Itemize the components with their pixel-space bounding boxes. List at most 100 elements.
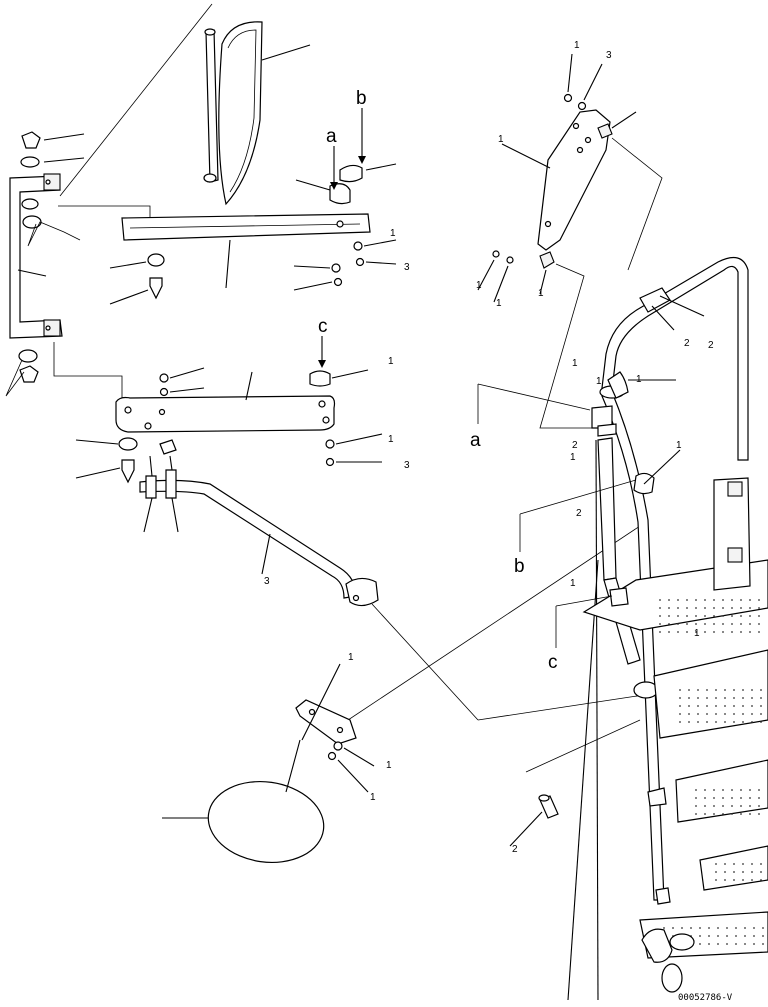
step-dot xyxy=(704,599,706,601)
upper-mount-bracket xyxy=(477,53,663,429)
step-dot xyxy=(688,721,690,723)
item-number: 1 xyxy=(570,452,576,463)
hardware-left xyxy=(5,131,85,397)
step-dot xyxy=(733,879,735,881)
step-dot xyxy=(722,599,724,601)
step-dot xyxy=(713,813,715,815)
step-dot xyxy=(751,863,753,865)
step-dot xyxy=(695,615,697,617)
step-dot xyxy=(717,935,719,937)
step-dot xyxy=(659,599,661,601)
step-dot xyxy=(679,721,681,723)
step-dot xyxy=(749,607,751,609)
item-number: 1 xyxy=(572,358,578,369)
step-dot xyxy=(679,689,681,691)
step-dot xyxy=(740,607,742,609)
item-number: 3 xyxy=(264,576,270,587)
step-dot xyxy=(735,935,737,937)
step-dot xyxy=(679,697,681,699)
step-dot xyxy=(733,713,735,715)
step-dot xyxy=(731,623,733,625)
step-dot xyxy=(688,689,690,691)
upper-bracket-arm xyxy=(121,213,371,289)
callout-b-right: b xyxy=(514,556,525,577)
step-dot xyxy=(760,879,762,881)
step-dot xyxy=(686,607,688,609)
step-dot xyxy=(708,935,710,937)
step-dot xyxy=(749,789,751,791)
step-dot xyxy=(762,943,764,945)
step-dot xyxy=(724,713,726,715)
item-number: 3 xyxy=(606,50,612,61)
step-dot xyxy=(731,599,733,601)
step-dot xyxy=(740,805,742,807)
step-dot xyxy=(744,943,746,945)
step-dot xyxy=(677,607,679,609)
step-dot xyxy=(731,607,733,609)
step-dot xyxy=(722,789,724,791)
item-number: 1 xyxy=(636,374,642,385)
step-dot xyxy=(753,943,755,945)
step-dot xyxy=(697,721,699,723)
step-dot xyxy=(668,623,670,625)
step-dot xyxy=(753,927,755,929)
item-number: 1 xyxy=(476,280,482,291)
step-dot xyxy=(749,599,751,601)
step-dot xyxy=(659,607,661,609)
step-dot xyxy=(724,697,726,699)
step-dot xyxy=(715,863,717,865)
step-dot xyxy=(744,927,746,929)
step-dot xyxy=(686,615,688,617)
step-dot xyxy=(751,689,753,691)
l-bracket xyxy=(9,173,151,398)
step-dot xyxy=(708,927,710,929)
step-dot xyxy=(731,789,733,791)
step-dot xyxy=(715,697,717,699)
step-dot xyxy=(733,689,735,691)
step-dot xyxy=(715,713,717,715)
step-dot xyxy=(742,689,744,691)
rail-fittings: a b c xyxy=(470,371,681,673)
step-dot xyxy=(724,871,726,873)
step-dot xyxy=(699,935,701,937)
item-number: 2 xyxy=(708,340,714,351)
step-dot xyxy=(706,697,708,699)
bolt-bottom xyxy=(509,719,641,847)
item-number: 2 xyxy=(684,338,690,349)
step-dot xyxy=(697,705,699,707)
step-dot xyxy=(704,615,706,617)
step-dot xyxy=(715,721,717,723)
step-dot xyxy=(760,863,762,865)
step-dot xyxy=(724,863,726,865)
step-dot xyxy=(722,813,724,815)
step-dot xyxy=(677,623,679,625)
step-dot xyxy=(713,599,715,601)
item-number: 1 xyxy=(390,228,396,239)
mirror-stay-tube xyxy=(139,455,379,607)
step-dot xyxy=(686,599,688,601)
item-number: 3 xyxy=(404,460,410,471)
step-dot xyxy=(760,697,762,699)
step-dot xyxy=(758,623,760,625)
step-dot xyxy=(760,871,762,873)
callout-c-left: c xyxy=(318,316,328,337)
step-dot xyxy=(751,713,753,715)
item-number: 1 xyxy=(370,792,376,803)
step-dot xyxy=(724,879,726,881)
callout-c-right: c xyxy=(548,652,558,673)
step-dot xyxy=(706,713,708,715)
step-dot xyxy=(762,935,764,937)
step-dot xyxy=(697,713,699,715)
step-dot xyxy=(704,789,706,791)
step-dot xyxy=(668,599,670,601)
item-number: 3 xyxy=(404,262,410,273)
step-dot xyxy=(699,943,701,945)
step-dot xyxy=(742,721,744,723)
step-dot xyxy=(733,871,735,873)
step-dot xyxy=(749,615,751,617)
step-dot xyxy=(706,705,708,707)
step-dot xyxy=(717,943,719,945)
step-dot xyxy=(715,879,717,881)
